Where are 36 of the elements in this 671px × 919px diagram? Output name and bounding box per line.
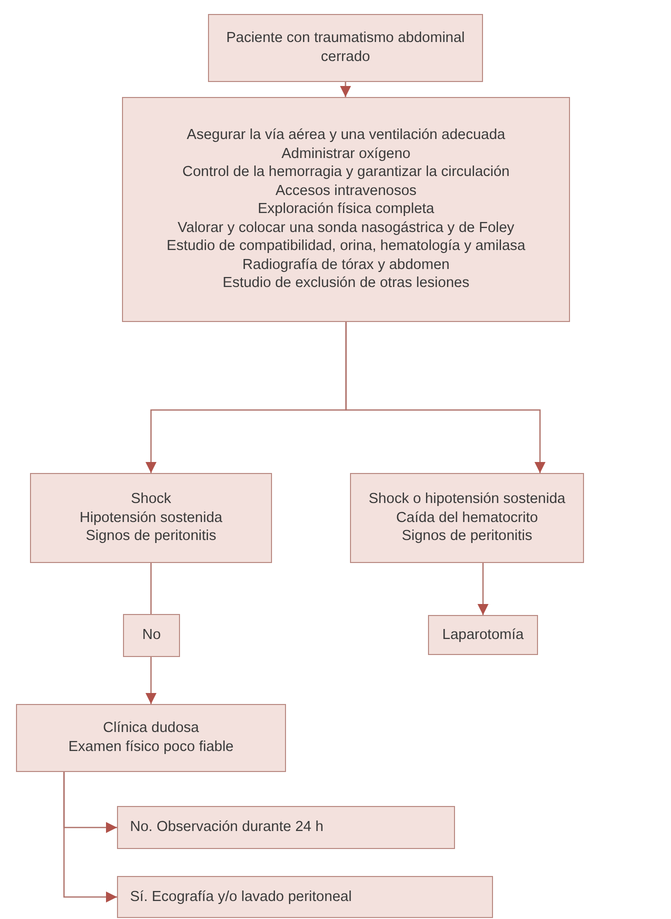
box-text: Exploración física completa — [258, 200, 434, 219]
box-text: Signos de peritonitis — [86, 527, 216, 546]
arrow — [478, 563, 488, 615]
arrow — [345, 322, 546, 473]
process-box — [350, 473, 584, 563]
box-text: Administrar oxígeno — [282, 144, 410, 164]
box-text: Clínica dudosa — [103, 719, 199, 738]
box-text: Control de la hemorragia y garantizar la circulación — [182, 163, 510, 182]
box-text: Caída del hematocrito — [396, 508, 538, 528]
box-text: Valorar y colocar una sonda nasogástrica y de Foley — [178, 218, 514, 238]
process-box — [117, 876, 493, 918]
box-text: Sí. Ecografía y/o lavado peritoneal — [130, 888, 352, 906]
arrow — [340, 82, 351, 97]
box-text: Radiografía de tórax y abdomen — [242, 256, 450, 274]
box-text: Estudio de exclusión de otras lesiones — [222, 274, 470, 293]
box-text: Hipotensión sostenida — [80, 508, 222, 528]
box-text: Shock o hipotensión sostenida — [368, 490, 566, 509]
box-text: Signos de peritonitis — [402, 527, 532, 546]
box-text: Asegurar la vía aérea y una ventilación adecuada — [186, 126, 506, 145]
process-box — [122, 97, 570, 322]
process-box — [30, 473, 272, 563]
box-text: Estudio de compatibilidad, orina, hematología y amilasa — [166, 237, 526, 256]
box-text: Shock — [130, 490, 172, 509]
process-box — [123, 614, 180, 657]
process-box — [16, 704, 286, 772]
process-box — [428, 615, 538, 655]
arrow — [63, 772, 117, 902]
box-text: Laparotomía — [442, 626, 524, 644]
box-text: No — [142, 626, 161, 645]
box-text: Examen físico poco fiable — [68, 738, 234, 757]
process-box — [208, 14, 483, 82]
box-text: No. Observación durante 24 h — [130, 818, 324, 837]
box-text: Accesos intravenosos — [275, 182, 417, 200]
box-text: Paciente con traumatismo abdominal cerrado — [225, 29, 466, 67]
arrow — [146, 657, 156, 704]
process-box — [117, 806, 455, 849]
